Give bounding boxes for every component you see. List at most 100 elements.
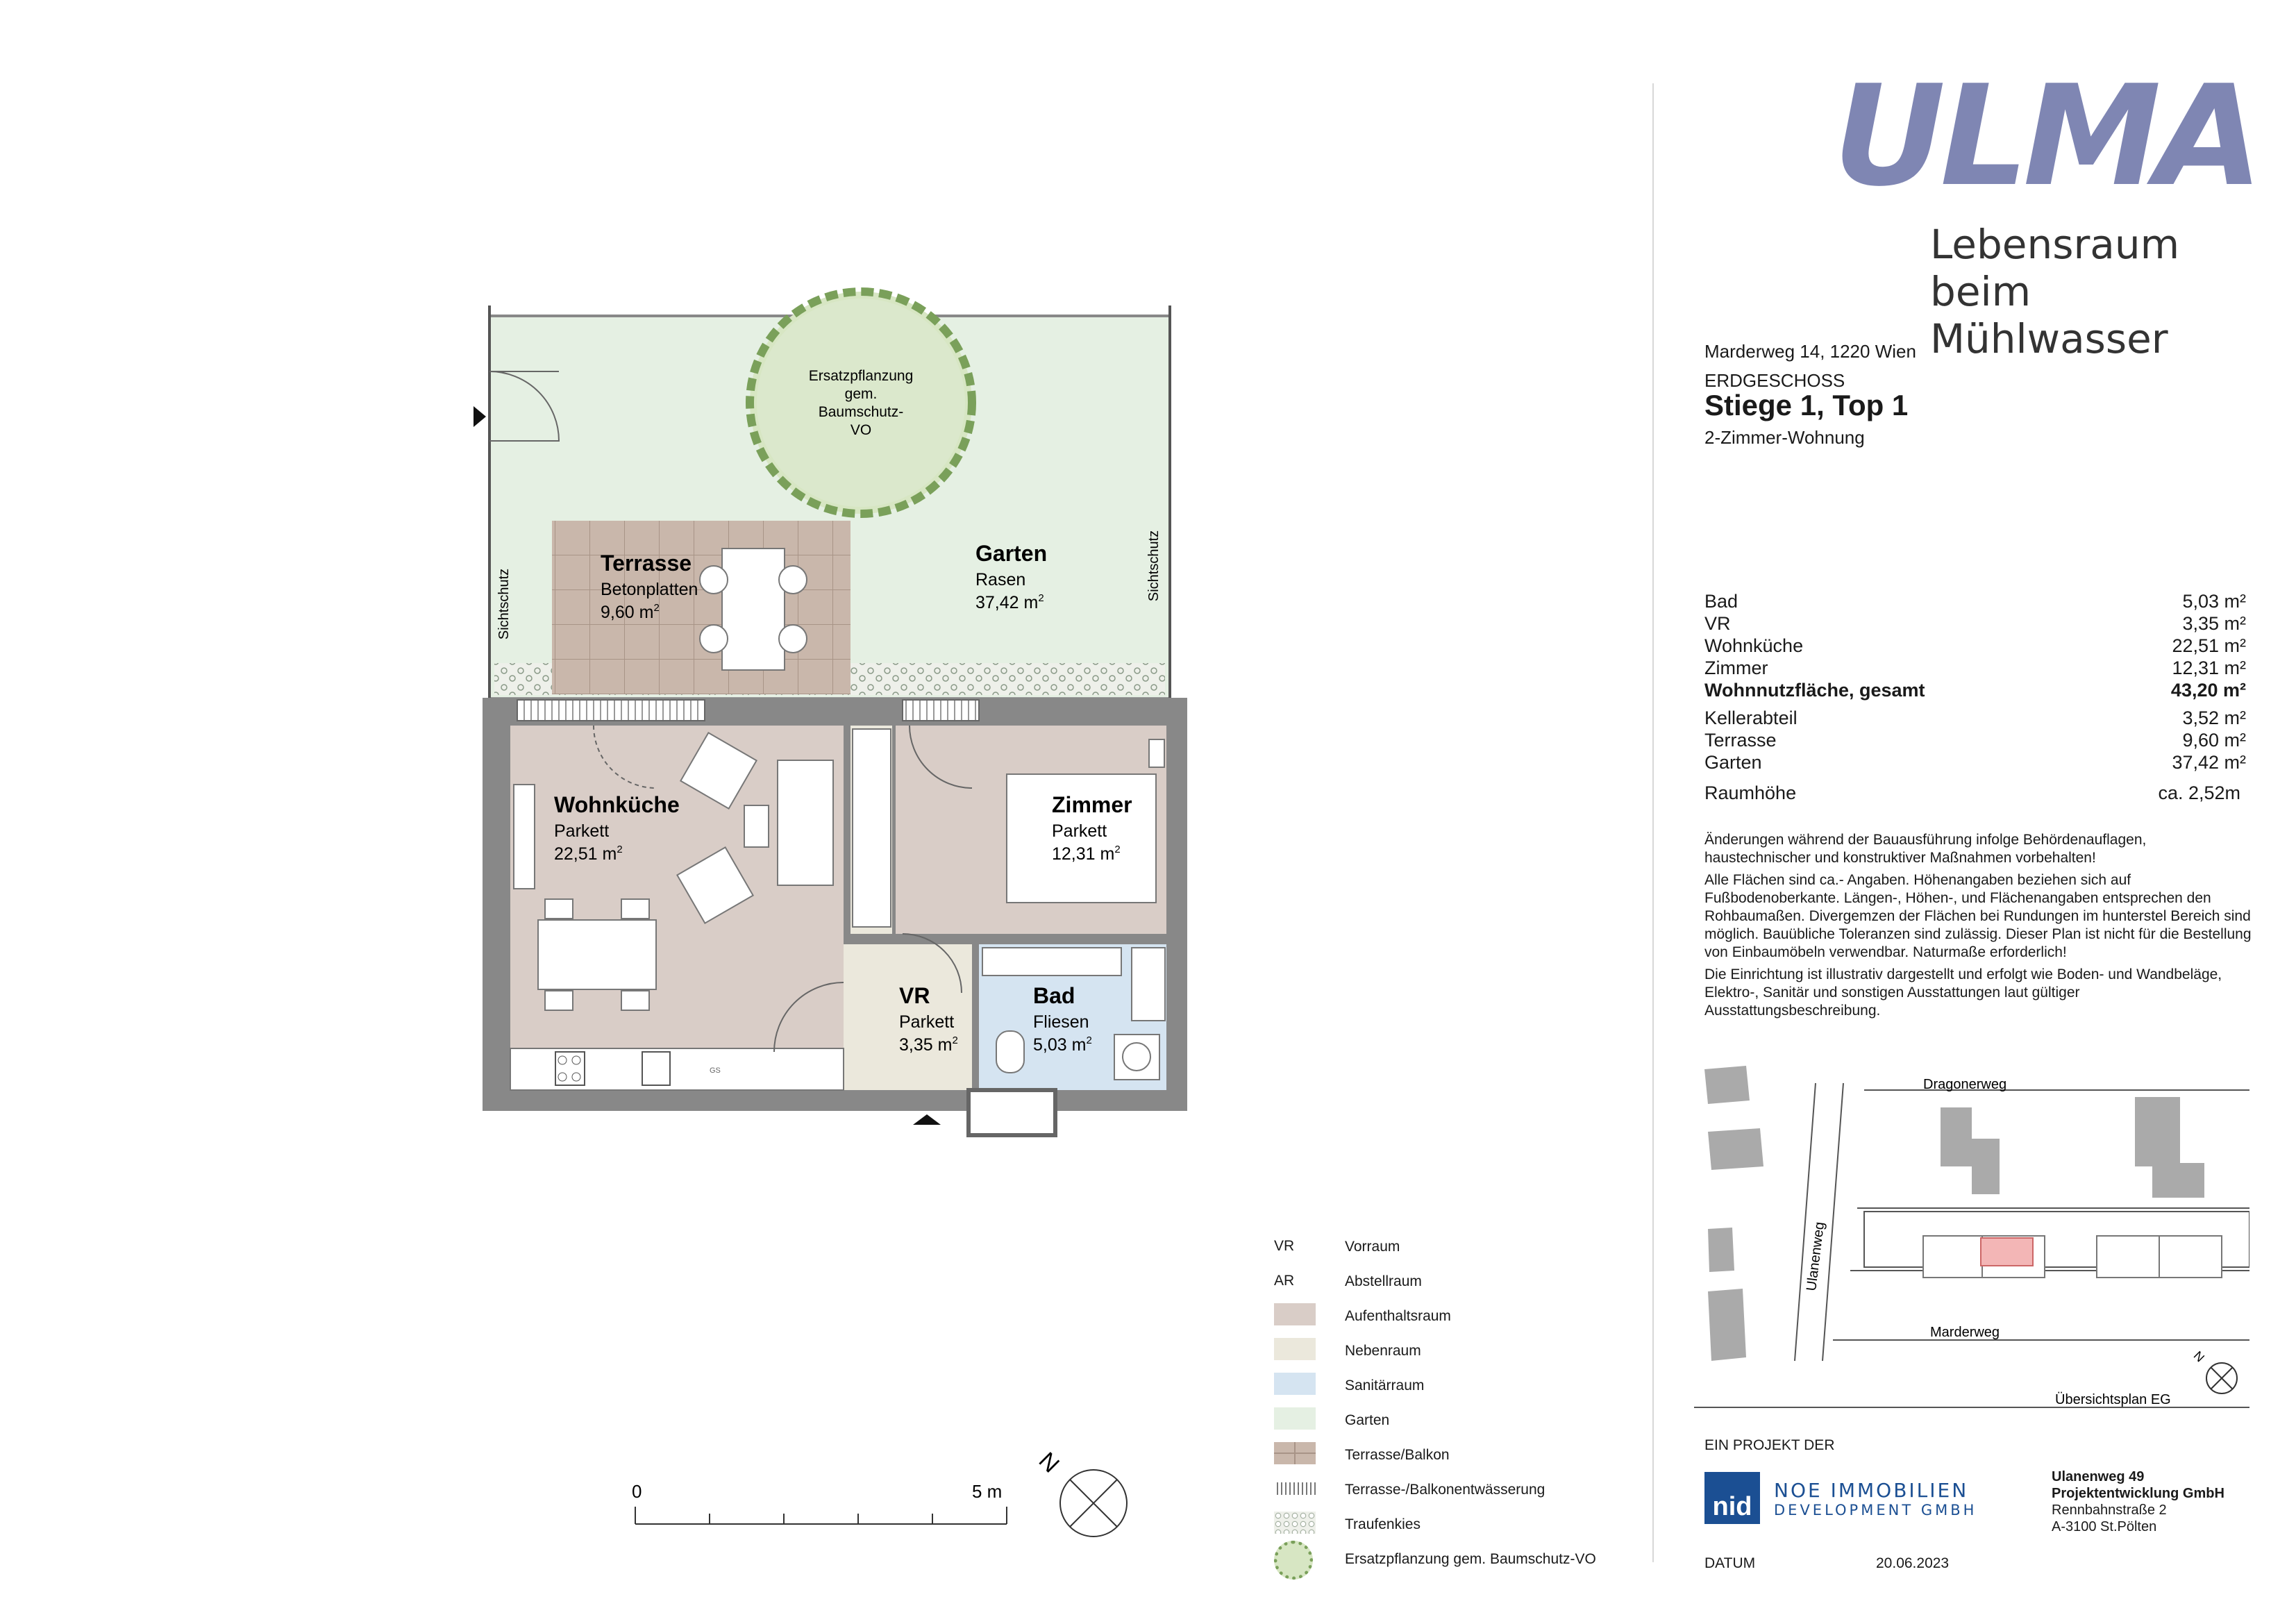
note-furnishing: Die Einrichtung ist illustrativ dargeste… [1704, 966, 2222, 1019]
svg-text:12,31 m2: 12,31 m2 [1052, 844, 1121, 864]
area-label: Bad [1704, 591, 1738, 612]
legend-desc: Traufenkies [1345, 1516, 1421, 1532]
legend-swatch [1274, 1407, 1316, 1430]
company-subname: DEVELOPMENT GMBH [1774, 1502, 1977, 1518]
area-value: 12,31 m² [2172, 658, 2246, 678]
developer-line-4: A-3100 St.Pölten [2052, 1519, 2157, 1534]
legend-item: Nebenraum [1274, 1337, 1649, 1364]
date-label: DATUM [1704, 1555, 1756, 1571]
area-label: Terrasse [1704, 730, 1777, 751]
label-bad: Bad Fliesen 5,03 m2 [1033, 983, 1092, 1055]
svg-text:0: 0 [632, 1481, 642, 1502]
area-row: Wohnnutzfläche, gesamt 43,20 m² [1704, 679, 2246, 701]
tree-legend-icon [1274, 1541, 1313, 1580]
svg-text:Fliesen: Fliesen [1033, 1012, 1089, 1032]
unit-title: Stiege 1, Top 1 [1704, 389, 1909, 421]
legend-swatch [1274, 1482, 1316, 1495]
area-label: Wohnküche [1704, 635, 1804, 656]
legend-desc: Garten [1345, 1412, 1390, 1428]
unit-type: 2-Zimmer-Wohnung [1704, 427, 1865, 448]
legend-item: Terrasse/Balkon [1274, 1441, 1649, 1468]
svg-text:22,51 m2: 22,51 m2 [554, 844, 623, 864]
area-label: Kellerabteil [1704, 708, 1798, 728]
area-value: ca. 2,52m [2158, 782, 2240, 803]
legend-item: Traufenkies [1274, 1510, 1649, 1538]
legend-desc: Vorraum [1345, 1239, 1400, 1255]
svg-text:Zimmer: Zimmer [1052, 792, 1132, 817]
nid-logo-text: nid [1712, 1492, 1752, 1521]
nid-logo: nid [1704, 1472, 1760, 1524]
svg-text:N: N [1034, 1447, 1064, 1477]
divider-line [1652, 83, 1654, 1562]
room-vr [844, 944, 972, 1090]
entrance-arrow [913, 1114, 941, 1125]
area-row: Zimmer 12,31 m² [1704, 657, 2246, 679]
address: Marderweg 14, 1220 Wien [1704, 341, 1916, 362]
area-value: 22,51 m² [2172, 635, 2246, 656]
area-value: 43,20 m² [2170, 680, 2246, 701]
legend-item: VR Vorraum [1274, 1232, 1649, 1260]
legend-desc: Sanitärraum [1345, 1378, 1425, 1393]
svg-text:5 m: 5 m [972, 1481, 1002, 1502]
garden-entry-arrow [474, 406, 486, 427]
area-label: VR [1704, 613, 1731, 634]
legend-swatch [1274, 1512, 1316, 1534]
legend-item: Sanitärraum [1274, 1371, 1649, 1399]
street-dragonerweg: Dragonerweg [1923, 1077, 2006, 1092]
area-row: Wohnküche 22,51 m² [1704, 635, 2246, 657]
street-marderweg: Marderweg [1930, 1325, 2000, 1340]
site-plan-unit-highlight [1980, 1237, 2034, 1266]
street-ulanenweg: Ulanenweg [1804, 1221, 1827, 1292]
svg-text:N: N [2191, 1348, 2207, 1364]
svg-text:Parkett: Parkett [554, 821, 609, 841]
tree-label-4: VO [850, 422, 871, 438]
svg-text:37,42 m2: 37,42 m2 [975, 592, 1044, 612]
tree-label-3: Baumschutz- [819, 404, 904, 420]
site-north-icon: N [2191, 1348, 2238, 1394]
svg-text:Terrasse: Terrasse [601, 551, 692, 576]
svg-text:Rasen: Rasen [975, 570, 1025, 589]
label-wohnkueche: Wohnküche Parkett 22,51 m2 [554, 792, 680, 864]
note-areas: Alle Flächen sind ca.- Angaben. Höhenang… [1704, 872, 2252, 960]
legend-swatch [1274, 1303, 1316, 1325]
legend-desc: Terrasse-/Balkonentwässerung [1345, 1482, 1545, 1498]
north-arrow-icon: N [1034, 1447, 1128, 1537]
label-zimmer: Zimmer Parkett 12,31 m2 [1052, 792, 1132, 864]
legend-item: Aufenthaltsraum [1274, 1302, 1649, 1330]
svg-text:Bad: Bad [1033, 983, 1075, 1008]
area-label: Zimmer [1704, 658, 1768, 678]
area-label: Wohnnutzfläche, gesamt [1704, 680, 1925, 701]
note-changes: Änderungen während der Bauausführung inf… [1704, 832, 2147, 866]
legend-desc: Abstellraum [1345, 1273, 1422, 1289]
site-plan-caption: Übersichtsplan EG [2055, 1392, 2171, 1407]
area-value: 37,42 m² [2172, 752, 2246, 773]
developer-line-1: Ulanenweg 49 [2052, 1469, 2145, 1484]
notes: Änderungen während der Bauausführung inf… [1704, 831, 2253, 1020]
legend-item: Terrasse-/Balkonentwässerung [1274, 1475, 1649, 1503]
svg-text:3,35 m2: 3,35 m2 [899, 1035, 958, 1055]
date-value: 20.06.2023 [1876, 1555, 1950, 1571]
gs-label: GS [710, 1066, 721, 1075]
label-vr: VR Parkett 3,35 m2 [899, 983, 958, 1055]
site-plan: Dragonerweg Ulanenweg Marderweg Übersich… [1694, 1066, 2249, 1408]
legend-abbr: VR [1274, 1238, 1295, 1254]
legend-swatch [1274, 1442, 1316, 1464]
legend-abbr: AR [1274, 1273, 1295, 1289]
area-value: 9,60 m² [2182, 730, 2246, 751]
label-garten: Garten Rasen 37,42 m2 [975, 541, 1047, 612]
sichtschutz-right: Sichtschutz [1146, 530, 1162, 601]
terrace-area [552, 521, 850, 694]
svg-text:Parkett: Parkett [1052, 821, 1107, 841]
area-row: Terrasse 9,60 m² [1704, 729, 2246, 751]
floor-label: ERDGESCHOSS [1704, 370, 1845, 391]
svg-text:Betonplatten: Betonplatten [601, 580, 698, 599]
legend-swatch [1274, 1338, 1316, 1360]
floor-plan: Ersatzpflanzung gem. Baumschutz- VO Sich… [474, 287, 1187, 1537]
legend-desc: Aufenthaltsraum [1345, 1308, 1451, 1324]
